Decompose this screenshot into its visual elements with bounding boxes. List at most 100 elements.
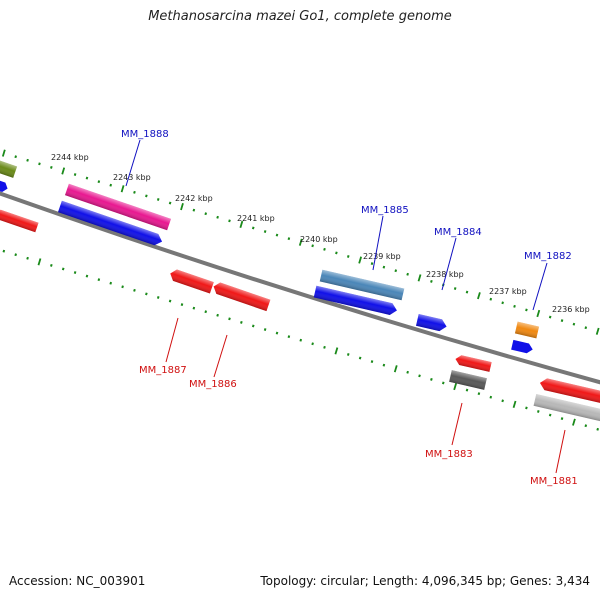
gene-label-mm1886[interactable]: MM_1886 bbox=[189, 379, 237, 390]
minor-tick bbox=[548, 315, 552, 319]
gene-label-mm1885[interactable]: MM_1885 bbox=[361, 205, 409, 216]
minor-tick bbox=[370, 262, 374, 266]
minor-tick bbox=[548, 413, 552, 417]
minor-tick bbox=[121, 285, 124, 289]
minor-tick bbox=[85, 274, 89, 278]
major-tick bbox=[536, 309, 541, 318]
minor-tick bbox=[50, 165, 53, 169]
major-tick bbox=[1, 149, 6, 157]
gene-feature-red[interactable] bbox=[454, 354, 492, 372]
minor-tick bbox=[299, 338, 303, 342]
minor-tick bbox=[477, 392, 481, 396]
minor-tick bbox=[85, 176, 89, 180]
minor-tick bbox=[406, 272, 409, 276]
gene-labels: MM_1888 MM_1885 MM_1884 MM_1882 MM_1887 … bbox=[121, 129, 578, 487]
minor-tick bbox=[228, 219, 231, 223]
gene-feature-mm1881[interactable] bbox=[533, 394, 600, 423]
scale-label: 2240 kbp bbox=[300, 235, 338, 244]
gene-feature-mm1886[interactable] bbox=[212, 281, 271, 312]
minor-tick bbox=[156, 296, 160, 299]
scale-label: 2236 kbp bbox=[552, 305, 590, 314]
genome-backbone bbox=[0, 191, 600, 385]
minor-tick bbox=[26, 158, 29, 162]
gene-feature-blue[interactable] bbox=[511, 339, 534, 354]
major-tick bbox=[120, 185, 125, 193]
map-title: Methanosarcina mazei Go1, complete genom… bbox=[148, 9, 452, 24]
gene-feature-mm1882[interactable] bbox=[514, 321, 540, 339]
gene-label-mm1883[interactable]: MM_1883 bbox=[425, 449, 473, 460]
minor-tick bbox=[97, 278, 101, 282]
minor-tick bbox=[156, 198, 160, 201]
gene-feature-mm1884[interactable] bbox=[416, 314, 448, 332]
minor-tick bbox=[275, 233, 279, 237]
gene-label-mm1887[interactable]: MM_1887 bbox=[139, 365, 187, 376]
scale-label: 2242 kbp bbox=[175, 194, 213, 203]
minor-tick bbox=[263, 328, 267, 331]
gene-feature-mm1888[interactable] bbox=[64, 183, 172, 231]
minor-tick bbox=[465, 388, 469, 392]
summary-text: Topology: circular; Length: 4,096,345 bp… bbox=[260, 574, 590, 588]
major-tick bbox=[393, 365, 398, 373]
minor-tick bbox=[394, 269, 398, 273]
minor-tick bbox=[536, 410, 540, 413]
major-tick bbox=[572, 418, 576, 426]
minor-tick bbox=[346, 255, 350, 258]
gene-feature-blue[interactable] bbox=[57, 200, 164, 248]
minor-tick bbox=[465, 290, 469, 294]
scale-label: 2237 kbp bbox=[489, 287, 527, 296]
minor-tick bbox=[204, 212, 208, 216]
gene-label-mm1884[interactable]: MM_1884 bbox=[434, 227, 482, 238]
minor-tick bbox=[168, 201, 172, 205]
minor-tick bbox=[73, 173, 77, 176]
minor-tick bbox=[26, 256, 29, 260]
gene-label-mm1882[interactable]: MM_1882 bbox=[524, 251, 572, 262]
minor-tick bbox=[109, 281, 113, 285]
minor-tick bbox=[513, 304, 516, 308]
label-leaders bbox=[125, 139, 566, 474]
minor-tick bbox=[453, 287, 457, 290]
major-tick bbox=[37, 258, 42, 266]
minor-tick bbox=[145, 292, 148, 296]
minor-tick bbox=[38, 162, 41, 166]
minor-tick bbox=[489, 395, 493, 399]
gene-label-mm1881[interactable]: MM_1881 bbox=[530, 476, 578, 487]
minor-tick bbox=[145, 194, 148, 198]
gene-label-mm1888[interactable]: MM_1888 bbox=[121, 129, 169, 140]
gene-feature-red[interactable] bbox=[0, 208, 39, 233]
minor-tick bbox=[228, 317, 231, 321]
minor-tick bbox=[61, 267, 65, 271]
minor-tick bbox=[584, 424, 588, 428]
minor-tick bbox=[560, 417, 564, 421]
gene-feature-mm1885[interactable] bbox=[319, 269, 405, 301]
major-tick bbox=[180, 202, 184, 211]
minor-tick bbox=[133, 190, 136, 194]
minor-tick bbox=[192, 208, 196, 212]
gene-features bbox=[0, 158, 600, 423]
major-tick bbox=[239, 220, 244, 229]
minor-tick bbox=[370, 360, 374, 364]
minor-tick bbox=[323, 247, 326, 251]
minor-tick bbox=[133, 288, 136, 292]
scale-labels: 2244 kbp 2243 kbp 2242 kbp 2241 kbp 2240… bbox=[51, 153, 590, 314]
major-tick bbox=[595, 327, 600, 335]
minor-tick bbox=[109, 183, 113, 187]
minor-tick bbox=[263, 230, 267, 233]
gene-feature-mm1883[interactable] bbox=[449, 370, 487, 390]
gene-feature-red[interactable] bbox=[539, 377, 600, 406]
minor-tick bbox=[572, 322, 576, 326]
minor-tick bbox=[430, 377, 433, 381]
gene-feature-mm1887[interactable] bbox=[168, 268, 214, 294]
scale-label: 2241 kbp bbox=[237, 214, 275, 223]
gene-feature-olive[interactable] bbox=[0, 158, 18, 178]
scale-label: 2238 kbp bbox=[426, 270, 464, 279]
gene-feature-blue[interactable] bbox=[313, 285, 399, 317]
minor-tick bbox=[382, 363, 386, 367]
minor-tick bbox=[596, 427, 599, 431]
gene-feature-blue[interactable] bbox=[0, 178, 9, 193]
minor-tick bbox=[358, 356, 362, 360]
scale-label: 2244 kbp bbox=[51, 153, 89, 162]
minor-tick bbox=[97, 180, 101, 184]
minor-tick bbox=[50, 263, 53, 267]
minor-tick bbox=[525, 406, 528, 410]
